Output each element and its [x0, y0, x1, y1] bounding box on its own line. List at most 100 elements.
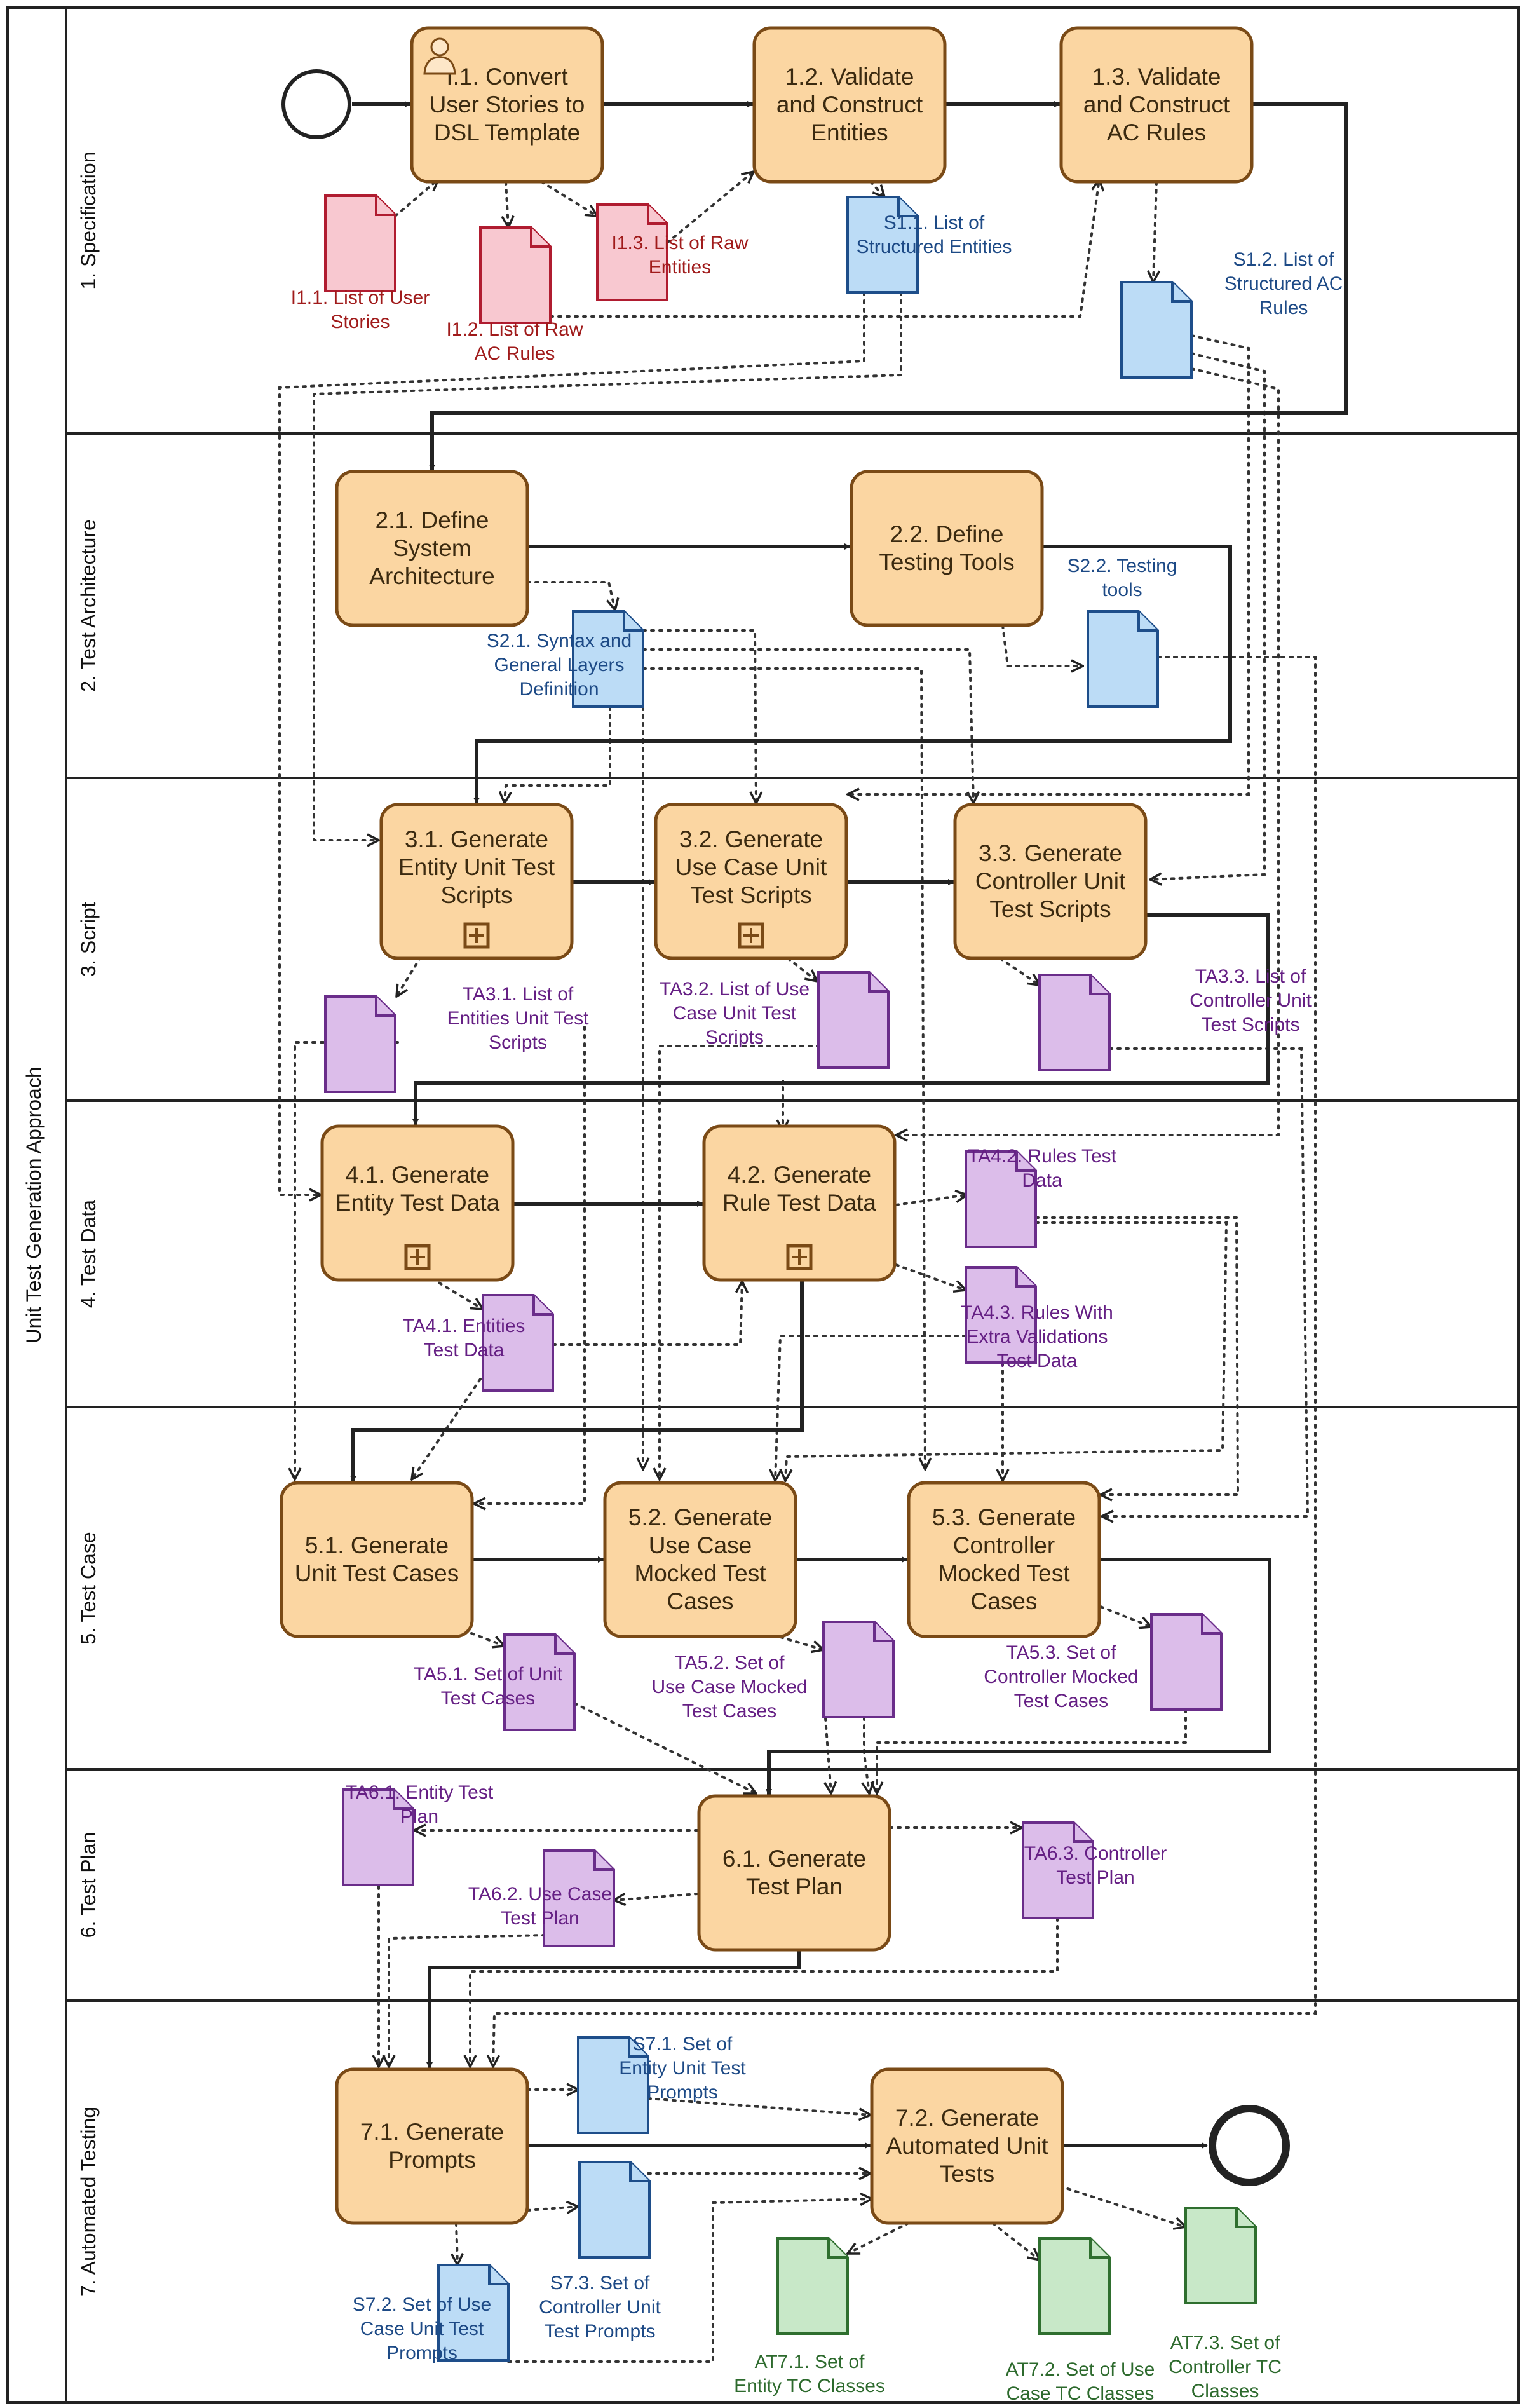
data-object-S7.2[interactable]	[437, 2264, 510, 2362]
lane-7-label: 7. Automated Testing	[77, 2107, 100, 2296]
association	[396, 956, 422, 997]
task-label: Controller Unit	[975, 868, 1126, 894]
data-object-TA4.1[interactable]	[482, 1294, 554, 1392]
association	[787, 957, 817, 981]
association	[877, 1708, 1187, 1795]
task-label: Mocked Test	[634, 1560, 766, 1586]
data-object-label: S1.2. List of	[1233, 249, 1334, 270]
data-object-label: S1.1. List of	[884, 212, 985, 233]
user-task-icon	[423, 37, 456, 75]
subprocess-marker-icon	[463, 922, 490, 949]
association	[473, 1026, 586, 1504]
data-object-label: TA3.2. List of Use	[660, 979, 810, 1000]
data-object-label: TA3.1. List of	[463, 984, 574, 1005]
task-label: 3.3. Generate	[979, 840, 1122, 866]
document-fold	[393, 1790, 413, 1810]
task-label: Tests	[940, 2161, 994, 2187]
data-object-label: TA3.3. List of	[1195, 966, 1306, 987]
data-object-label: Entity TC Classes	[734, 2376, 885, 2397]
data-object-TA3.1[interactable]	[324, 995, 396, 1093]
document-fold	[532, 1295, 553, 1316]
document-icon	[577, 2036, 649, 2134]
data-object-label: TA4.1. Entities	[403, 1316, 525, 1337]
association	[1101, 1047, 1310, 1516]
task-label: 2.1. Define	[376, 507, 489, 533]
task-label: 4.1. Generate	[346, 1162, 489, 1188]
data-object-TA6.3[interactable]	[1022, 1821, 1094, 1919]
data-object-TA6.1[interactable]	[342, 1788, 414, 1886]
document-fold	[375, 997, 395, 1017]
data-object-label: TA5.2. Set of	[675, 1652, 785, 1673]
data-object-I1.1[interactable]	[324, 194, 396, 292]
data-object-TA3.2[interactable]	[817, 971, 890, 1069]
task-label: Entity Test Data	[336, 1190, 500, 1216]
data-object-S2.1[interactable]	[572, 610, 644, 708]
association	[869, 180, 884, 197]
data-object-TA5.1[interactable]	[503, 1633, 576, 1731]
association	[1001, 624, 1084, 666]
document-fold	[1171, 282, 1191, 303]
document-fold	[868, 972, 888, 993]
document-fold	[1073, 1823, 1093, 1843]
data-object-label: S7.3. Set of	[550, 2273, 650, 2294]
association	[431, 1277, 483, 1309]
document-fold	[1137, 611, 1158, 632]
document-fold	[375, 196, 395, 216]
data-object-label: Test Prompts	[544, 2321, 655, 2342]
document-fold	[1089, 975, 1109, 995]
data-object-S7.3[interactable]	[578, 2161, 651, 2259]
data-object-I1.3[interactable]	[596, 203, 668, 301]
data-object-S7.1[interactable]	[577, 2036, 649, 2134]
data-object-label: Case Unit Test	[360, 2318, 484, 2339]
data-object-TA5.2[interactable]	[822, 1621, 895, 1718]
document-fold	[530, 228, 550, 248]
data-object-AT7.2[interactable]	[1038, 2237, 1111, 2335]
association	[991, 2222, 1040, 2260]
data-object-S1.2[interactable]	[1120, 281, 1193, 379]
document-icon	[543, 1849, 615, 1947]
data-object-label: Classes	[1191, 2381, 1259, 2402]
task-label: Unit Test Cases	[295, 1560, 459, 1586]
data-object-TA6.2[interactable]	[543, 1849, 615, 1947]
association	[1153, 180, 1156, 282]
data-object-label: Rules	[1259, 297, 1308, 318]
document-icon	[1038, 2237, 1111, 2335]
data-object-TA3.3[interactable]	[1038, 974, 1111, 1071]
data-object-label: TA4.3. Rules With	[961, 1302, 1113, 1323]
document-fold	[623, 611, 643, 632]
data-object-label: I1.2. List of Raw	[446, 319, 583, 340]
data-object-S2.2[interactable]	[1087, 610, 1159, 708]
data-object-AT7.1[interactable]	[776, 2237, 849, 2335]
task-label: 7.2. Generate	[895, 2105, 1039, 2131]
data-object-TA5.3[interactable]	[1150, 1613, 1223, 1711]
data-object-AT7.3[interactable]	[1184, 2207, 1257, 2304]
data-object-label: S7.2. Set of Use	[353, 2294, 491, 2315]
start-event	[281, 69, 351, 139]
document-icon	[342, 1788, 414, 1886]
data-object-I1.2[interactable]	[479, 226, 552, 324]
data-object-label: TA5.1. Set of Unit	[414, 1664, 563, 1685]
association	[540, 180, 597, 216]
data-object-label: Case Unit Test	[673, 1003, 797, 1024]
association	[526, 581, 615, 610]
data-object-label: Test Cases	[441, 1688, 535, 1709]
data-object-TA4.2[interactable]	[965, 1150, 1037, 1248]
data-object-S1.1[interactable]	[846, 196, 919, 294]
data-object-TA4.3[interactable]	[965, 1266, 1037, 1364]
